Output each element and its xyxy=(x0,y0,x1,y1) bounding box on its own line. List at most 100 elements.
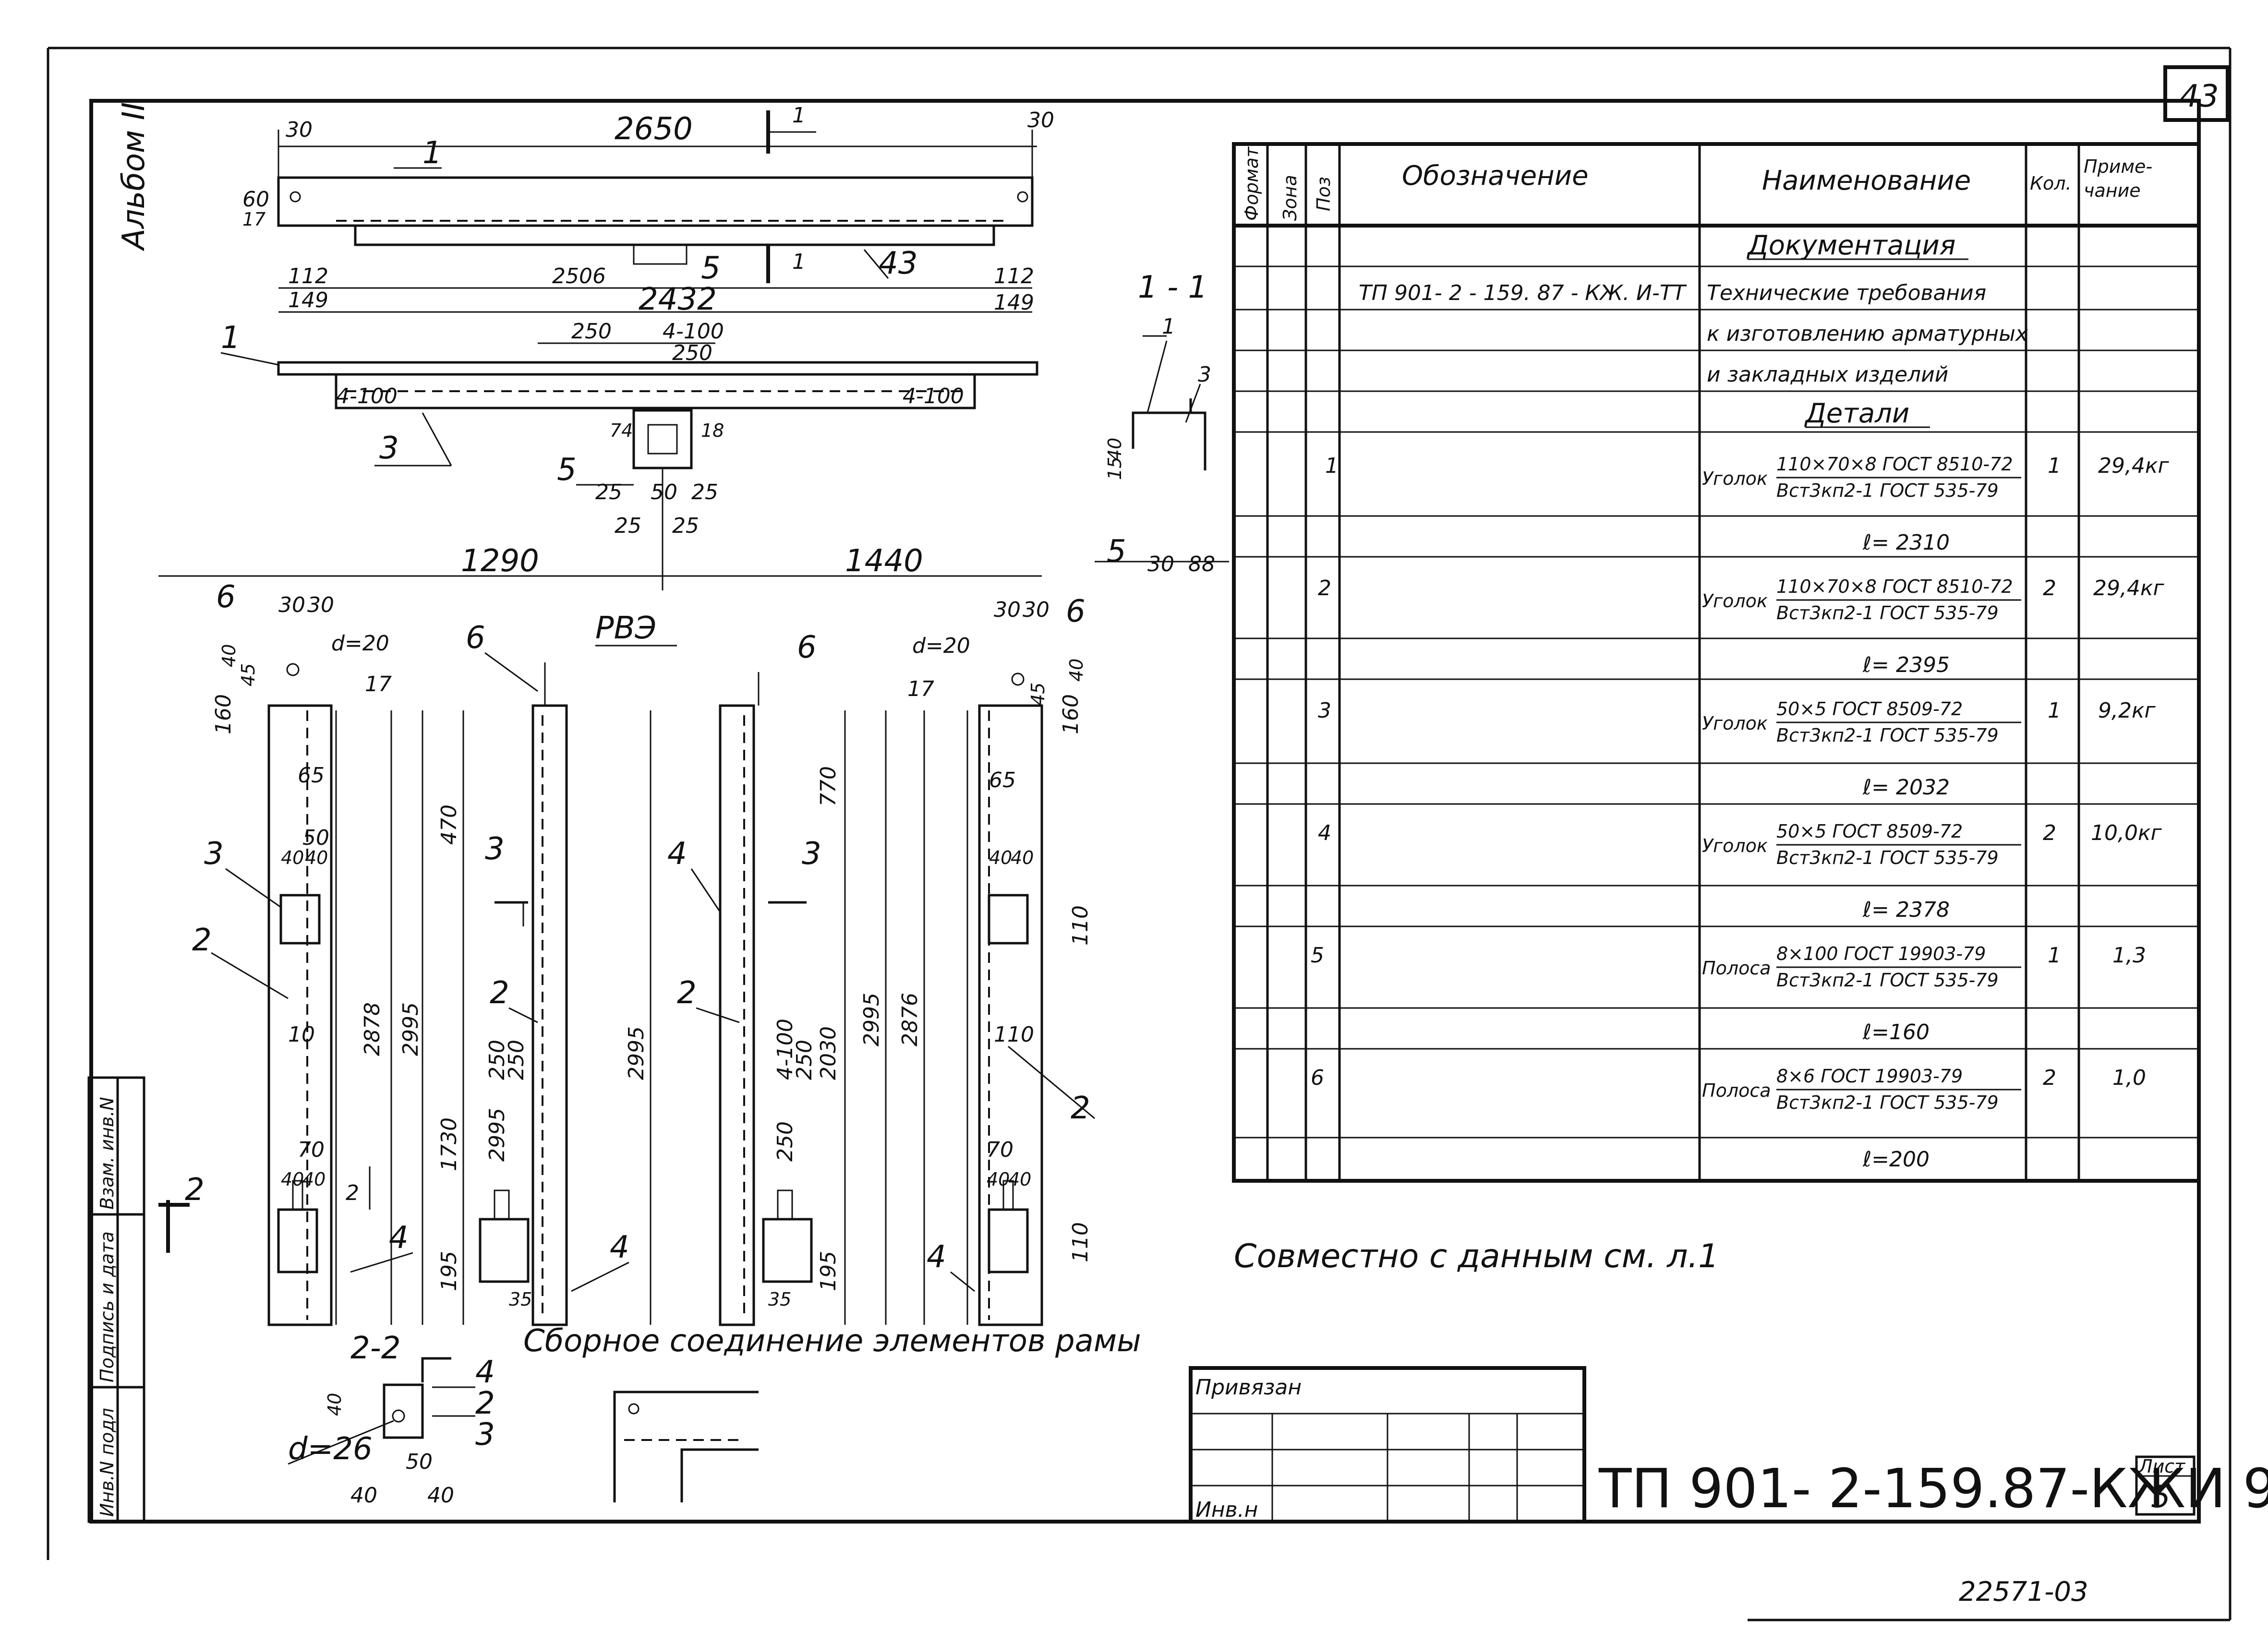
row4-qty: 2 xyxy=(2043,821,2056,845)
rvz-dim-40-r-c: 40 xyxy=(987,1169,1010,1190)
hdr-pos: Поз xyxy=(1313,177,1334,211)
spec-table: Формат Зона Поз Обозначение Наименование… xyxy=(1232,142,2201,1183)
rvz-dim-110-a: 110 xyxy=(1068,905,1093,946)
rvz-dim-250-d: 250 xyxy=(773,1121,797,1162)
rvz-dim-110-c: 110 xyxy=(1068,1222,1093,1262)
sec11-mark-1: 1 xyxy=(1162,314,1175,339)
rvz-mark-6-d: 6 xyxy=(1066,594,1086,629)
row3-qty: 1 xyxy=(2048,698,2061,723)
rvz-dim-40-r-a: 40 xyxy=(989,847,1012,868)
outer-frame xyxy=(47,47,2232,1621)
rvz-dim-40-d: 40 xyxy=(302,1169,326,1190)
sec11-mark-3: 3 xyxy=(1198,362,1211,387)
row2-note: 29,4кг xyxy=(2093,576,2165,600)
row6-note: 1,0 xyxy=(2112,1066,2146,1090)
dim-2650: 2650 xyxy=(615,111,693,147)
sec22-dim-50: 50 xyxy=(406,1450,433,1474)
row3-top: 50×5 ГОСТ 8509-72 xyxy=(1776,698,1963,720)
sec11-dim-88: 88 xyxy=(1188,552,1215,576)
row4-bottom: Вст3кп2-1 ГОСТ 535-79 xyxy=(1776,847,1999,868)
side-stamp-vzam: Взам. инв.N xyxy=(97,1097,118,1210)
hdr-note-1: Приме- xyxy=(2084,156,2152,177)
rvz-dim-45: 45 xyxy=(238,663,259,686)
dim-25-d: 25 xyxy=(672,514,699,538)
dim-17: 17 xyxy=(242,209,265,230)
doc-name-line-2: к изготовлению арматурных xyxy=(1707,322,2028,346)
rvz-mark-6-c: 6 xyxy=(797,630,817,665)
rvz-dim-2878: 2878 xyxy=(360,1002,385,1056)
row2-length: ℓ= 2395 xyxy=(1862,653,1950,677)
rvz-mark-2-c: 2 xyxy=(490,975,509,1011)
rvz-dim-40: 40 xyxy=(218,644,240,667)
dim-18: 18 xyxy=(701,420,724,441)
inv-n-label: Инв.н xyxy=(1195,1498,1258,1522)
rvz-dim-40-r-d: 40 xyxy=(1008,1169,1031,1190)
row5-kind: Полоса xyxy=(1702,958,1771,979)
section-1-1-title: 1 - 1 xyxy=(1138,270,1207,305)
dim-25-a: 25 xyxy=(595,480,622,504)
rvz-dim-770: 770 xyxy=(816,766,841,806)
row2-bottom: Вст3кп2-1 ГОСТ 535-79 xyxy=(1776,602,1999,624)
sec22-mark-2: 2 xyxy=(475,1386,495,1421)
rvz-mark-2-a: 2 xyxy=(192,923,212,958)
rvz-dim-4-100-b: 4-100 xyxy=(773,1019,797,1080)
rvz-mark-2-d: 2 xyxy=(677,975,697,1011)
rvz-dim-d20: d=20 xyxy=(331,631,389,656)
dim-30-right: 30 xyxy=(1027,108,1054,132)
dim-4-100-a: 4-100 xyxy=(663,319,724,344)
mark-5-top: 5 xyxy=(701,251,721,286)
rvz-mark-2-b: 2 xyxy=(346,1181,359,1205)
side-stamp: Инв.N подл Подпись и дата Взам. инв.N 2 xyxy=(87,1076,205,1523)
hdr-designation: Обозначение xyxy=(1402,160,1589,192)
rvz-dim-70: 70 xyxy=(298,1138,325,1162)
sec22-mark-4: 4 xyxy=(475,1355,495,1390)
album-label: Альбом II xyxy=(116,102,152,252)
rvz-dim-2995-mid: 2995 xyxy=(624,1026,649,1080)
cross-reference-note: Совместно с данным см. л.1 xyxy=(1234,1237,1719,1275)
dim-30-left: 30 xyxy=(286,118,313,142)
rvz-view: РВЭ 30 30 d=20 6 40 45 160 17 65 50 40 4… xyxy=(192,579,1141,1359)
rvz-mark-4-c: 4 xyxy=(667,836,687,872)
rvz-dim-17: 17 xyxy=(365,672,392,696)
dim-4-100-right: 4-100 xyxy=(903,384,964,408)
dim-250-a: 250 xyxy=(571,319,612,344)
section-2-2-title: 2-2 xyxy=(350,1331,401,1366)
row1-qty: 1 xyxy=(2048,454,2061,478)
sec22-dim-40-b: 40 xyxy=(427,1483,454,1508)
dim-4-100-left: 4-100 xyxy=(336,384,398,408)
rvz-mark-4-a: 4 xyxy=(389,1220,409,1256)
dim-1440: 1440 xyxy=(845,543,923,579)
row2-qty: 2 xyxy=(2043,576,2056,600)
row6-bottom: Вст3кп2-1 ГОСТ 535-79 xyxy=(1776,1092,1999,1113)
row6-length: ℓ=200 xyxy=(1862,1147,1930,1172)
row3-length: ℓ= 2032 xyxy=(1862,775,1950,800)
rvz-dim-40-c: 40 xyxy=(281,1169,304,1190)
hdr-zone: Зона xyxy=(1279,175,1301,221)
mark-1-top: 1 xyxy=(422,135,442,171)
hdr-qty: Кол. xyxy=(2030,173,2072,194)
row5-qty: 1 xyxy=(2048,943,2061,968)
row1-pos: 1 xyxy=(1325,454,1339,478)
sheet-number-box: 43 xyxy=(2163,65,2230,122)
sec11-dim-40: 40 xyxy=(1104,438,1125,461)
rvz-dim-40-r-b: 40 xyxy=(1011,847,1034,868)
row2-top: 110×70×8 ГОСТ 8510-72 xyxy=(1776,576,2013,597)
rvz-dim-2876: 2876 xyxy=(898,993,922,1046)
privyazan-label: Привязан xyxy=(1195,1375,1302,1400)
dim-149-left: 149 xyxy=(288,288,328,312)
dim-2432: 2432 xyxy=(639,282,717,317)
cut-mark-2: 2 xyxy=(185,1172,205,1208)
rvz-dim-70-r: 70 xyxy=(987,1138,1013,1162)
row1-note: 29,4кг xyxy=(2098,454,2170,478)
rvz-mark-6-a: 6 xyxy=(216,579,236,615)
sec22-dim-d26: d=26 xyxy=(288,1431,373,1467)
row6-pos: 6 xyxy=(1311,1066,1324,1090)
doc-name-line-1: Технические требования xyxy=(1707,281,1986,305)
inner-frame xyxy=(89,99,2201,1524)
row4-pos: 4 xyxy=(1318,821,1331,845)
dim-25-b: 25 xyxy=(691,480,718,504)
dim-2506: 2506 xyxy=(552,264,606,288)
dim-1290: 1290 xyxy=(461,543,539,579)
doc-name-line-3: и закладных изделий xyxy=(1707,362,1948,387)
